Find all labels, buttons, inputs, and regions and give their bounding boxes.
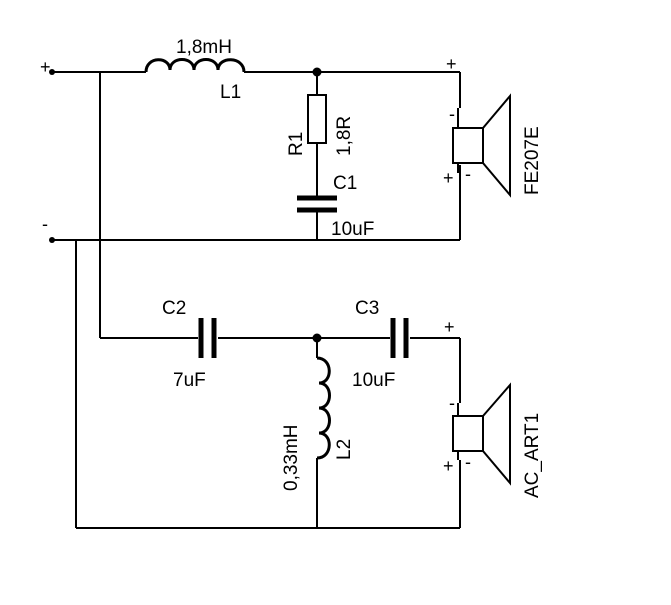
c3-value: 10uF (352, 370, 395, 391)
c2-ref: C2 (162, 298, 186, 319)
r1-ref: R1 (286, 132, 307, 156)
input-minus-sign: - (42, 214, 48, 234)
capacitor-c2 (198, 318, 217, 358)
wires (52, 71, 461, 529)
speaker-bottom-name: AC_ART1 (522, 413, 543, 498)
c1-value: 10uF (331, 219, 374, 240)
input-plus-sign: + (40, 57, 51, 77)
l2-value: 0,33mH (281, 424, 302, 491)
resistor-r1 (307, 94, 327, 144)
junction-middle (312, 333, 322, 343)
speaker-top-minus-sign-2: - (465, 164, 471, 184)
junction-top (312, 67, 322, 77)
speaker-top-minus-sign: - (449, 104, 455, 124)
l1-value: 1,8mH (176, 37, 232, 58)
speaker-top-icon (452, 93, 511, 198)
speaker-top-plus-sign-2: + (443, 168, 454, 188)
speaker-bottom-plus-sign: + (444, 317, 455, 337)
inductor-l1 (144, 58, 246, 73)
inductor-l2 (316, 356, 331, 460)
capacitor-c1 (297, 195, 337, 213)
capacitor-c3 (390, 318, 409, 358)
speaker-bottom-minus-sign: - (449, 393, 455, 413)
l1-ref: L1 (220, 82, 241, 103)
speaker-top-plus-sign: + (446, 54, 457, 74)
c2-value: 7uF (173, 370, 206, 391)
c1-ref: C1 (333, 173, 357, 194)
speaker-top-name: FE207E (522, 126, 543, 195)
r1-value: 1,8R (334, 116, 355, 156)
speaker-bottom-minus-sign-2: - (465, 452, 471, 472)
speaker-bottom-icon (452, 382, 511, 486)
l2-ref: L2 (334, 439, 355, 460)
c3-ref: C3 (355, 298, 379, 319)
speaker-bottom-plus-sign-2: + (443, 456, 454, 476)
